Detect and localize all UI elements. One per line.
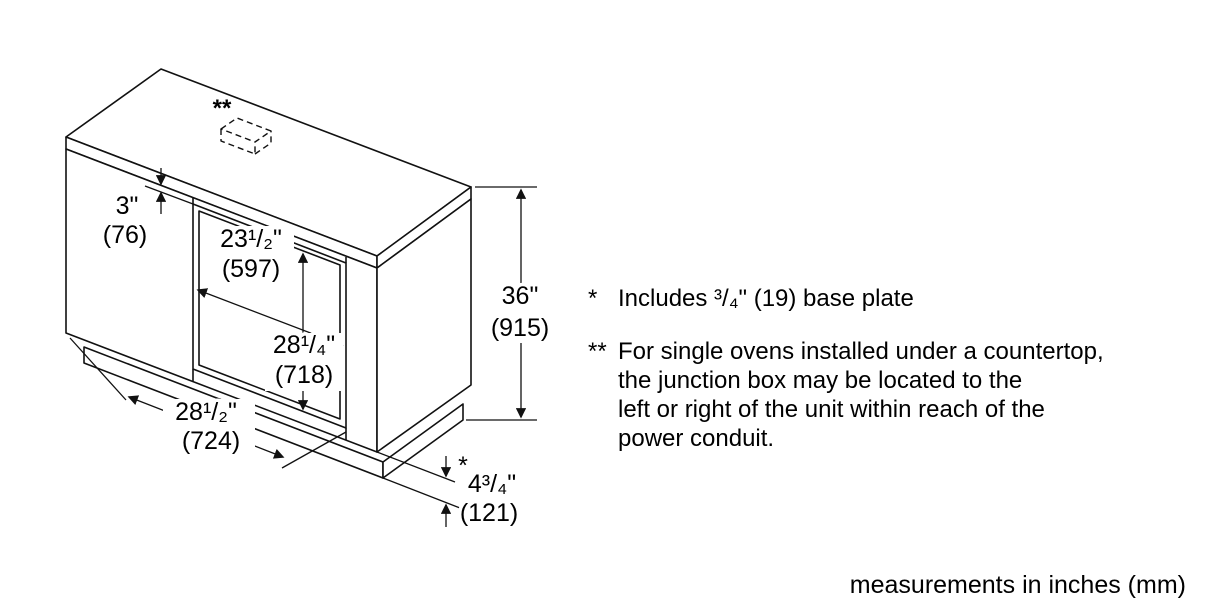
- dimension-28h-mm: (724): [182, 427, 240, 455]
- footnote-text: For single ovens installed under a count…: [618, 337, 1198, 453]
- dimension-4in: [376, 451, 461, 527]
- dimension-36in-inches: 36": [502, 282, 539, 310]
- dimension-3in-mm: (76): [103, 221, 147, 249]
- label-backdrop: [265, 333, 343, 391]
- dimension-4in-mm: (121): [460, 499, 518, 527]
- dimension-4in-star: *: [458, 452, 468, 480]
- extension-line: [281, 431, 347, 469]
- footnote-line: left or right of the unit within reach o…: [618, 396, 1045, 423]
- units-note: measurements in inches (mm): [849, 571, 1186, 599]
- label-backdrop: [494, 283, 549, 343]
- cabinet-right-face: [376, 198, 472, 453]
- footnote-double: ** For single ovens installed under a co…: [588, 337, 1198, 453]
- label-backdrop: [210, 226, 294, 284]
- plinth-right-face: [382, 403, 464, 479]
- footnote-text: Includes ³/₄" (19) base plate: [618, 285, 914, 312]
- footnote-line: For single ovens installed under a count…: [618, 338, 1104, 365]
- junction-box-marker: **: [213, 95, 232, 122]
- extension-line: [382, 477, 461, 509]
- footnote-line: power conduit.: [618, 425, 775, 452]
- label-backdrop: [163, 399, 255, 457]
- dimension-3in-inches: 3": [116, 192, 139, 220]
- dimension-4in-inches: 4³/₄": [468, 470, 516, 498]
- footnote-marker: **: [588, 338, 607, 365]
- extension-line: [144, 185, 194, 205]
- dimension-28q-inches: 28¹/₄": [273, 331, 335, 359]
- dimension-23in-inches: 23¹/₂": [220, 225, 282, 253]
- extension-line: [69, 337, 127, 401]
- footnote-line: the junction box may be located to the: [618, 367, 1023, 394]
- dimension-28h-inches: 28¹/₂": [175, 398, 237, 426]
- dimension-28q-mm: (718): [275, 361, 333, 389]
- dimension-36in-mm: (915): [491, 314, 549, 342]
- dimension-3in: [144, 168, 194, 214]
- footnote-marker: *: [588, 285, 598, 312]
- dimension-23in-mm: (597): [222, 255, 280, 283]
- junction-box-front: [220, 129, 256, 155]
- footnote-single: * Includes ³/₄" (19) base plate: [588, 284, 1198, 313]
- footnotes: * Includes ³/₄" (19) base plate ** For s…: [588, 284, 1198, 453]
- junction-box: [220, 117, 272, 155]
